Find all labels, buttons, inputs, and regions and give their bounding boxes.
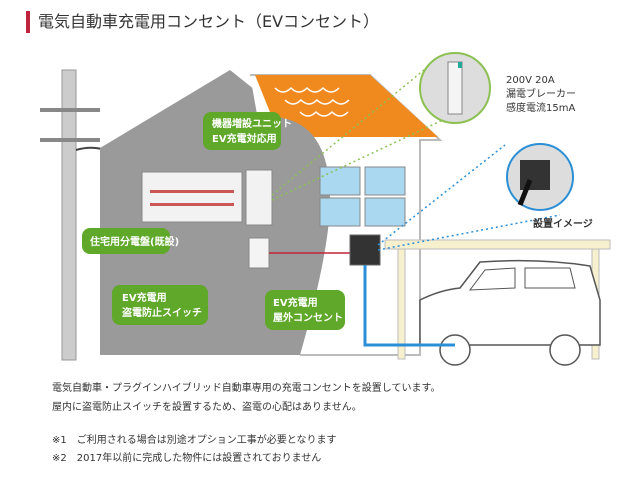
utility-pole xyxy=(61,69,77,361)
svg-text:EV充電用盗電防止スイッチ: EV充電用盗電防止スイッチ xyxy=(122,291,202,319)
roof xyxy=(255,75,438,137)
note-line: ※2 2017年以前に完成した物件には設置されておりません xyxy=(52,453,322,464)
panel-callout: 住宅用分電盤(既設) xyxy=(82,228,179,254)
description-line: 電気自動車・プラグインハイブリッド自動車専用の充電コンセントを設置しています。 xyxy=(52,383,441,394)
distribution-panel xyxy=(141,171,243,223)
outlet-callout: EV充電用屋外コンセント xyxy=(265,290,345,330)
outdoor-outlet xyxy=(349,234,381,266)
svg-text:EV充電用屋外コンセント: EV充電用屋外コンセント xyxy=(273,296,343,324)
expansion-unit xyxy=(245,169,273,226)
install-image-label: 設置イメージ xyxy=(533,217,593,230)
description-line: 屋内に盗電防止スイッチを設置するため、盗電の心配はありません。 xyxy=(52,402,362,413)
anti-theft-switch xyxy=(248,237,270,269)
page-title: 電気自動車充電用コンセント（EVコンセント） xyxy=(26,11,379,33)
window xyxy=(319,166,406,227)
note-line: ※1 ご利用される場合は別途オプション工事が必要となります xyxy=(52,435,337,446)
charging-cable xyxy=(363,265,455,347)
switch-callout: EV充電用盗電防止スイッチ xyxy=(112,285,208,325)
svg-text:住宅用分電盤(既設): 住宅用分電盤(既設) xyxy=(90,235,179,248)
carport-roof xyxy=(384,239,611,250)
